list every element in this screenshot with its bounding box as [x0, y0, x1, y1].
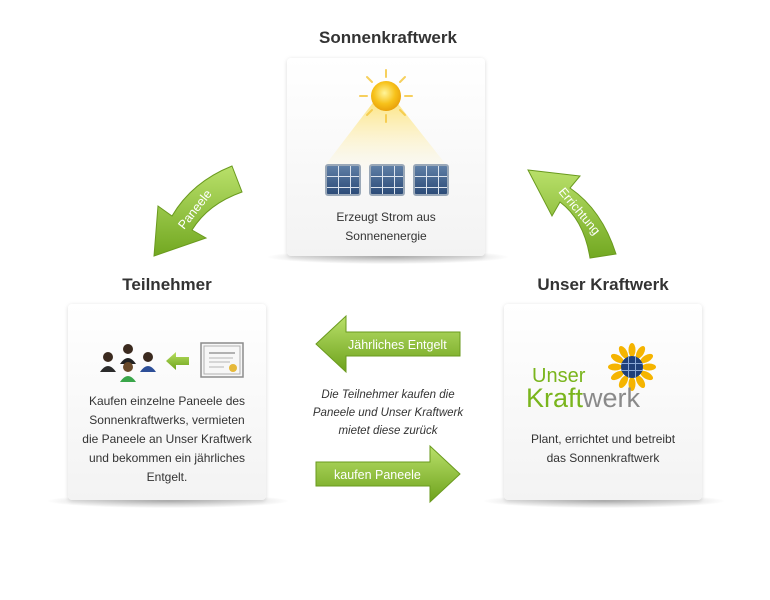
- errichtung-curved-arrow: Errichtung: [527, 169, 617, 259]
- logo-word-kraftwerk: Kraftwerk: [526, 384, 686, 412]
- middle-explanation-line2: Paneele und Unser Kraftwerk: [312, 407, 464, 419]
- unser-kraftwerk-logo: Unser Kraftwerk: [526, 366, 686, 412]
- paneele-curved-arrow: Paneele: [153, 165, 243, 257]
- teilnehmer-description-line: und bekommen ein jährliches: [88, 451, 246, 465]
- teilnehmer-heading: Teilnehmer: [122, 275, 212, 294]
- participants-group-icon: [100, 344, 156, 382]
- unser-kraftwerk-description-line2: das Sonnenkraftwerk: [546, 451, 660, 465]
- teilnehmer-description-line: die Paneele an Unser Kraftwerk: [82, 432, 252, 446]
- teilnehmer-description-line: Sonnenkraftwerks, vermieten: [89, 413, 245, 427]
- small-arrow-left-icon: [166, 352, 189, 370]
- kaufen-paneele-label: kaufen Paneele: [334, 468, 421, 482]
- certificate-icon: [200, 342, 244, 378]
- middle-explanation: Die Teilnehmer kaufen die Paneele und Un…: [300, 386, 476, 440]
- middle-explanation-line1: Die Teilnehmer kaufen die: [321, 389, 455, 401]
- logo-word-unser: Unser: [532, 365, 586, 387]
- errichtung-arrow-label: Errichtung: [556, 185, 603, 238]
- middle-explanation-line3: mietet diese zurück: [338, 425, 438, 437]
- unser-kraftwerk-card: Unser Kraftwerk Plant, errichtet und bet…: [504, 304, 702, 500]
- teilnehmer-description-line: Kaufen einzelne Paneele des: [88, 394, 246, 408]
- solar-panel-icon: [413, 164, 449, 196]
- logo-word-kraft: Kraft: [526, 383, 584, 413]
- jaehrliches-entgelt-label: Jährliches Entgelt: [348, 338, 447, 352]
- teilnehmer-description-line: Entgelt.: [146, 470, 188, 484]
- sonnenkraftwerk-description-line1: Erzeugt Strom aus: [336, 210, 436, 224]
- sunlight-beam: [317, 100, 455, 176]
- solar-panel-icon: [325, 164, 361, 196]
- unser-kraftwerk-description: Plant, errichtet und betreibt das Sonnen…: [504, 430, 702, 468]
- sonnenkraftwerk-heading: Sonnenkraftwerk: [319, 28, 457, 47]
- kaufen-paneele-arrow: kaufen Paneele: [315, 444, 461, 504]
- sonnenkraftwerk-card: Erzeugt Strom aus Sonnenenergie: [287, 58, 485, 256]
- unser-kraftwerk-logo-sun-icon: [608, 343, 656, 391]
- sun-icon: [359, 69, 413, 123]
- jaehrliches-entgelt-arrow: Jährliches Entgelt: [315, 314, 461, 374]
- solar-panel-icon: [369, 164, 405, 196]
- teilnehmer-card: Kaufen einzelne Paneele des Sonnenkraftw…: [68, 304, 266, 500]
- unser-kraftwerk-heading: Unser Kraftwerk: [537, 275, 669, 294]
- sonnenkraftwerk-description: Erzeugt Strom aus Sonnenenergie: [287, 208, 485, 246]
- logo-word-werk: werk: [583, 383, 641, 413]
- teilnehmer-description: Kaufen einzelne Paneele des Sonnenkraftw…: [68, 392, 266, 487]
- unser-kraftwerk-description-line1: Plant, errichtet und betreibt: [530, 432, 676, 446]
- sonnenkraftwerk-description-line2: Sonnenenergie: [345, 229, 427, 243]
